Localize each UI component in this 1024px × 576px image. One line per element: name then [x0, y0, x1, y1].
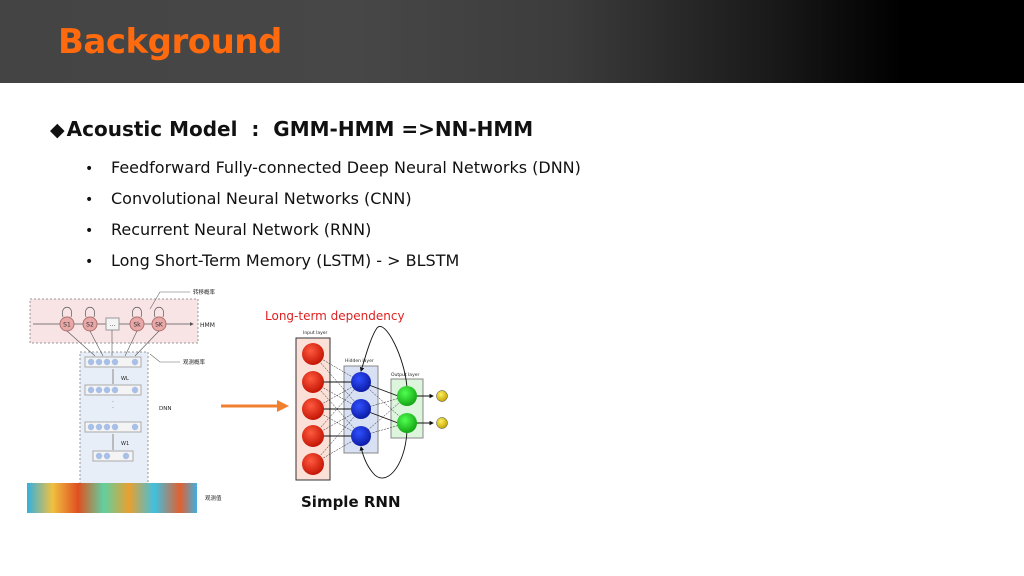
- state-node: [105, 317, 120, 331]
- bullet-item: • Long Short-Term Memory (LSTM) - > BLSTM: [85, 249, 581, 280]
- bullet-text: Convolutional Neural Networks (CNN): [111, 189, 412, 208]
- recurrent-loop-top: [359, 325, 408, 389]
- bullet-item: • Recurrent Neural Network (RNN): [85, 218, 581, 249]
- dnn-layer-input: [92, 450, 134, 462]
- state-label: ...: [110, 321, 116, 328]
- hidden-node: [351, 399, 371, 419]
- bullet-list: • Feedforward Fully-connected Deep Neural…: [85, 156, 581, 280]
- bullet-text: Long Short-Term Memory (LSTM) - > BLSTM: [111, 251, 460, 270]
- hidden-nodes: [351, 372, 371, 446]
- input-node: [302, 398, 324, 420]
- dnn-layer-lower: [84, 421, 142, 433]
- observation-label: 观测值: [205, 494, 222, 502]
- input-nodes: [302, 343, 324, 475]
- bullet-dot-icon: •: [85, 161, 94, 177]
- final-output-nodes: [436, 390, 448, 429]
- input-node: [302, 371, 324, 393]
- state-label: SK: [155, 322, 164, 329]
- svg-text:·: ·: [112, 399, 114, 406]
- bullet-text: Feedforward Fully-connected Deep Neural …: [111, 158, 581, 177]
- bullet-dot-icon: •: [85, 254, 94, 270]
- state-label: S1: [63, 322, 71, 329]
- recurrent-loop-bottom: [359, 430, 408, 479]
- input-node: [302, 425, 324, 447]
- long-term-dependency-annotation: Long-term dependency: [265, 309, 405, 323]
- svg-text:·: ·: [112, 405, 114, 412]
- input-node: [302, 453, 324, 475]
- final-node: [436, 417, 448, 429]
- input-node: [302, 343, 324, 365]
- dnn-label: DNN: [159, 406, 171, 412]
- state-label: S2: [86, 322, 94, 329]
- dnn-layer-mid: [84, 384, 142, 396]
- right-arrow-icon: [221, 400, 289, 412]
- bullet-dot-icon: •: [85, 223, 94, 239]
- simple-rnn-diagram: Input layer Hidden layer Output layer: [295, 325, 448, 481]
- input-layer-label: Input layer: [303, 330, 328, 336]
- final-node: [436, 390, 448, 402]
- rnn-caption: Simple RNN: [301, 493, 401, 511]
- slide-title: Background: [58, 22, 282, 62]
- bullet-item: • Feedforward Fully-connected Deep Neural…: [85, 156, 581, 187]
- weight-label: WL: [121, 376, 129, 382]
- heading-text: Acoustic Model : GMM-HMM =>NN-HMM: [66, 117, 534, 141]
- hidden-layer-label: Hidden layer: [345, 358, 374, 364]
- weight-label: W1: [121, 441, 129, 447]
- dnn-hmm-diagram: S1 S2 ... Sk SK HMM 转移概率 观测概率 WL · · DNN: [27, 288, 222, 513]
- bullet-dot-icon: •: [85, 192, 94, 208]
- spectrogram-image: [27, 483, 197, 513]
- dnn-layer-top: [84, 356, 142, 368]
- output-node: [397, 413, 417, 433]
- diamond-bullet-icon: ◆: [50, 119, 65, 141]
- observation-prob-label: 观测概率: [183, 358, 206, 366]
- section-heading: ◆Acoustic Model : GMM-HMM =>NN-HMM: [50, 117, 533, 141]
- bullet-item: • Convolutional Neural Networks (CNN): [85, 187, 581, 218]
- hmm-label: HMM: [200, 322, 215, 329]
- hidden-node: [351, 426, 371, 446]
- state-label: Sk: [133, 322, 141, 329]
- output-nodes: [397, 386, 417, 433]
- hidden-node: [351, 372, 371, 392]
- transition-label: 转移概率: [193, 288, 216, 296]
- output-node: [397, 386, 417, 406]
- slide-header: Background: [0, 0, 1024, 83]
- bullet-text: Recurrent Neural Network (RNN): [111, 220, 372, 239]
